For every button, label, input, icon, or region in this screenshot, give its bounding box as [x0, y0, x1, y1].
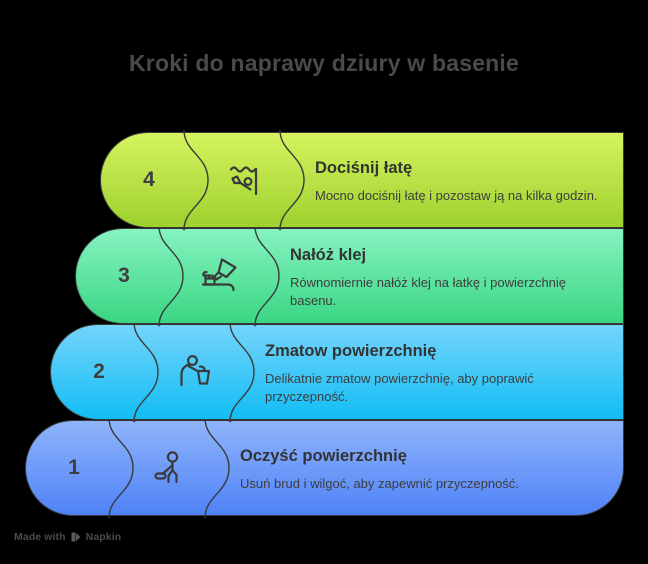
footer-made-with-label: Made with [14, 531, 66, 543]
footer-watermark[interactable]: Made with Napkin [14, 531, 121, 543]
step-text: Zmatow powierzchnię Delikatnie zmatow po… [243, 325, 623, 419]
step-number: 4 [143, 168, 155, 191]
person-mopping-icon [122, 421, 218, 515]
swimmer-in-pool-icon [197, 133, 293, 227]
step-title: Zmatow powierzchnię [265, 342, 437, 361]
step-row-body: 2 Zmatow powierzchnię Delikatn [50, 324, 624, 420]
footer-brand-label: Napkin [85, 531, 122, 543]
step-description: Delikatnie zmatow powierzchnię, aby popr… [265, 371, 534, 404]
napkin-logo-icon [71, 532, 81, 542]
step-row[interactable]: 3 Nałóż klej Ró [75, 226, 624, 326]
step-text: Nałóż klej Równomiernie nałóż klej na ła… [268, 229, 623, 323]
step-number: 1 [68, 456, 80, 479]
step-row[interactable]: 1 Oczyść powierzchnię Usuń bru [25, 418, 624, 518]
steps-stack: 1 Oczyść powierzchnię Usuń bru [0, 126, 648, 518]
glue-tube-on-brush-icon [172, 229, 268, 323]
person-with-bucket-icon [147, 325, 243, 419]
step-row-body: 1 Oczyść powierzchnię Usuń bru [25, 420, 624, 516]
step-title: Dociśnij łatę [315, 159, 413, 178]
step-number: 3 [118, 264, 130, 287]
step-row-body: 4 Dociśnij łatę Mocno dociśnij [100, 132, 624, 228]
step-row[interactable]: 4 Dociśnij łatę Mocno dociśnij [100, 130, 624, 230]
step-row-body: 3 Nałóż klej Ró [75, 228, 624, 324]
step-text: Oczyść powierzchnię Usuń brud i wilgoć, … [218, 421, 623, 515]
step-number: 2 [93, 360, 105, 383]
step-description: Mocno dociśnij łatę i pozostaw ją na kil… [315, 188, 598, 204]
step-description: Równomiernie nałóż klej na łatkę i powie… [290, 275, 567, 308]
step-title: Oczyść powierzchnię [240, 447, 407, 466]
step-text: Dociśnij łatę Mocno dociśnij łatę i pozo… [293, 133, 623, 227]
step-row[interactable]: 2 Zmatow powierzchnię Delikatn [50, 322, 624, 422]
step-description: Usuń brud i wilgoć, aby zapewnić przycze… [240, 476, 519, 492]
step-title: Nałóż klej [290, 246, 367, 265]
page-title: Kroki do naprawy dziury w basenie [128, 50, 520, 76]
